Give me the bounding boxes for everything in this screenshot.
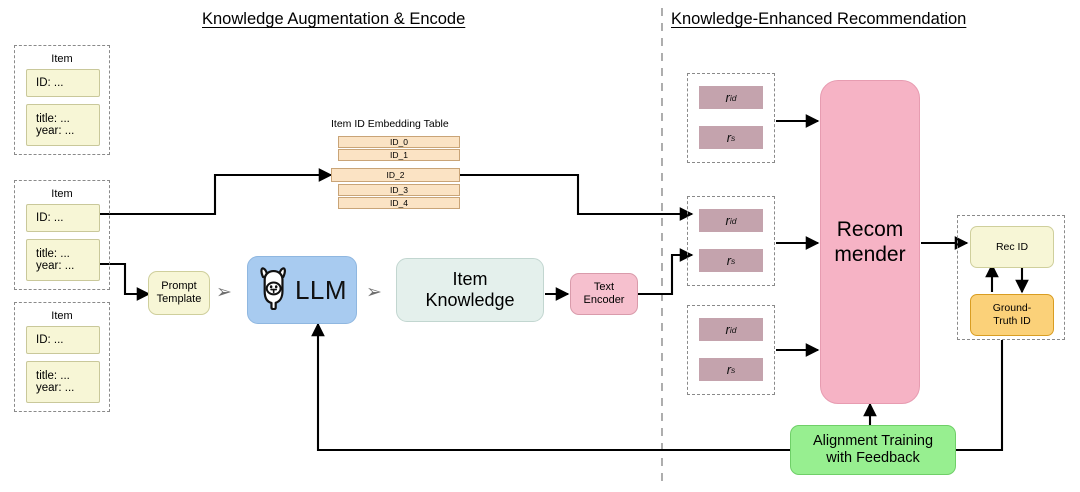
arrow-embedding-to-rid bbox=[460, 173, 694, 221]
item-card-1[interactable]: Item ID: ... title: ... year: ... bbox=[14, 45, 110, 155]
rep-group-2-rs-text: r bbox=[726, 253, 732, 268]
item-card-3-attr-box[interactable]: title: ... year: ... bbox=[26, 361, 100, 403]
item-card-2-id-text: ID: ... bbox=[36, 212, 64, 224]
item-card-3-id-box[interactable]: ID: ... bbox=[26, 326, 100, 354]
rep-group-3-rid-sub: id bbox=[729, 324, 737, 335]
embedding-row-2[interactable]: ID_2 bbox=[331, 168, 460, 182]
text-encoder-node[interactable]: Text Encoder bbox=[570, 273, 638, 315]
rep-group-1-rs-text: r bbox=[726, 130, 732, 145]
rep-group-1-rid-sub: id bbox=[729, 92, 737, 103]
llama-icon bbox=[257, 266, 291, 315]
rep-group-2-rid-sub: id bbox=[729, 215, 737, 226]
arrow-encoder-to-rs bbox=[638, 248, 694, 296]
arrow-item-to-embedding bbox=[95, 168, 333, 216]
item-card-1-id-box[interactable]: ID: ... bbox=[26, 69, 100, 97]
rep-group-2-rid-text: r bbox=[725, 213, 730, 228]
embedding-table-title: Item ID Embedding Table bbox=[331, 118, 449, 130]
alignment-training-node[interactable]: Alignment Training with Feedback bbox=[790, 425, 956, 475]
text-encoder-line2: Encoder bbox=[583, 294, 625, 306]
item-card-2-attr-box[interactable]: title: ... year: ... bbox=[26, 239, 100, 281]
item-knowledge-node[interactable]: Item Knowledge bbox=[396, 258, 544, 322]
embedding-row-4[interactable]: ID_4 bbox=[338, 197, 460, 209]
alignment-training-line2: with Feedback bbox=[826, 450, 920, 466]
recommender-line2: mender bbox=[834, 243, 906, 266]
item-card-1-header: Item bbox=[51, 53, 73, 65]
item-card-3-year-text: year: ... bbox=[36, 382, 75, 394]
prompt-template-line1: Prompt bbox=[161, 279, 197, 292]
fat-arrow-llm-to-knowledge: ➢ bbox=[366, 282, 382, 303]
recommender-node[interactable]: Recom mender bbox=[820, 80, 920, 404]
item-card-2[interactable]: Item ID: ... title: ... year: ... bbox=[14, 180, 110, 290]
item-card-1-id-text: ID: ... bbox=[36, 77, 64, 89]
embedding-row-0[interactable]: ID_0 bbox=[338, 136, 460, 148]
text-encoder-line1: Text bbox=[593, 280, 615, 293]
rep-group-3-rs-text: r bbox=[726, 362, 732, 377]
rec-id-node[interactable]: Rec ID bbox=[970, 226, 1054, 268]
item-card-2-id-box[interactable]: ID: ... bbox=[26, 204, 100, 232]
embedding-row-1[interactable]: ID_1 bbox=[338, 149, 460, 161]
item-card-2-year-text: year: ... bbox=[36, 260, 75, 272]
rep-group-1-rs-sub: s bbox=[731, 132, 736, 143]
embedding-row-3[interactable]: ID_3 bbox=[338, 184, 460, 196]
ground-truth-line1: Ground- bbox=[992, 302, 1032, 315]
item-card-1-year-text: year: ... bbox=[36, 125, 75, 137]
ground-truth-id-node[interactable]: Ground- Truth ID bbox=[970, 294, 1054, 336]
line-groundtruth-to-feedback bbox=[955, 340, 1004, 452]
item-card-3-id-text: ID: ... bbox=[36, 334, 64, 346]
rep-group-2-rs-sub: s bbox=[731, 255, 736, 266]
item-card-3-title-text: title: ... bbox=[36, 370, 70, 382]
item-card-2-title-text: title: ... bbox=[36, 248, 70, 260]
rep-group-3-rid-text: r bbox=[725, 322, 730, 337]
rep-group-1-rid-text: r bbox=[725, 90, 730, 105]
output-group[interactable]: Rec ID Ground- Truth ID bbox=[957, 215, 1065, 340]
item-card-3-header: Item bbox=[51, 310, 73, 322]
item-knowledge-line1: Item bbox=[452, 269, 488, 290]
fat-arrow-prompt-to-llm: ➢ bbox=[216, 282, 232, 303]
recommender-line1: Recom bbox=[836, 217, 904, 241]
item-card-1-title-text: title: ... bbox=[36, 113, 70, 125]
alignment-training-line1: Alignment Training bbox=[812, 432, 934, 449]
item-card-1-attr-box[interactable]: title: ... year: ... bbox=[26, 104, 100, 146]
section-title-left: Knowledge Augmentation & Encode bbox=[202, 10, 466, 28]
ground-truth-line2: Truth ID bbox=[993, 315, 1031, 327]
item-card-3[interactable]: Item ID: ... title: ... year: ... bbox=[14, 302, 110, 412]
llm-node[interactable]: LLM bbox=[247, 256, 357, 324]
prompt-template-line2: Template bbox=[156, 293, 202, 305]
llm-label: LLM bbox=[294, 274, 348, 305]
rep-group-3-rs-sub: s bbox=[731, 364, 736, 375]
item-card-2-header: Item bbox=[51, 188, 73, 200]
arrow-feedback-to-llm bbox=[311, 322, 790, 452]
prompt-template-node[interactable]: Prompt Template bbox=[148, 271, 210, 315]
section-title-right: Knowledge-Enhanced Recommendation bbox=[671, 10, 967, 28]
arrow-item-to-prompt bbox=[95, 262, 151, 301]
item-knowledge-line2: Knowledge bbox=[425, 290, 515, 310]
